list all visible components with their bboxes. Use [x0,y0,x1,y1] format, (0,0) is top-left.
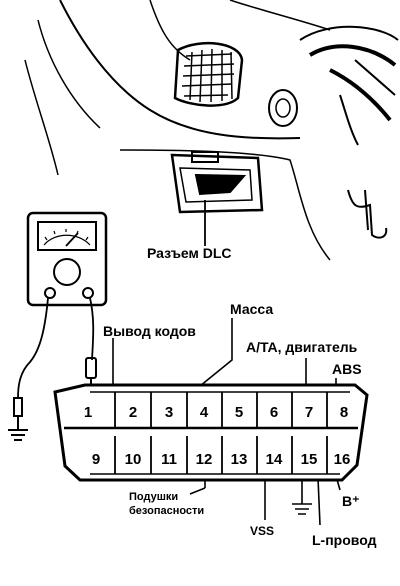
l-wire-label: L-провод [312,532,377,548]
test-leads [8,297,97,441]
pin-8: 8 [340,404,348,421]
dlc-connector-pinout: 1 2 3 4 5 6 7 8 9 10 11 12 13 14 15 16 [53,383,369,482]
airbags-label-line1: Подушки [129,491,178,503]
voltmeter-icon [26,211,108,307]
dashboard-illustration [24,0,399,261]
pin-12: 12 [196,451,213,468]
pin-14: 14 [266,451,283,468]
pin-5: 5 [235,404,243,421]
steering-wheel-icon [299,25,399,146]
ground-label: Масса [230,301,273,317]
airbags-label-line2: безопасности [129,505,204,517]
pin-13: 13 [231,451,248,468]
abs-label: ABS [332,361,362,377]
airbags-leader [189,487,206,495]
pin-9: 9 [92,451,100,468]
dlc-connector-label: Разъем DLC [147,245,232,261]
pin-11: 11 [161,451,177,468]
air-vent [173,41,244,107]
pin-10: 10 [125,451,142,468]
pin-16: 16 [334,451,351,468]
at-engine-label: A/TA, двигатель [246,339,358,355]
vss-label: VSS [250,524,274,538]
pin-3: 3 [165,404,173,421]
pin-2: 2 [129,404,137,421]
pin-15: 15 [301,451,318,468]
pin-6: 6 [270,404,278,421]
code-output-label: Вывод кодов [103,323,196,339]
pin-4: 4 [200,404,209,421]
pin-1: 1 [84,404,92,421]
pin-7: 7 [305,404,313,421]
knob-icon [268,89,298,127]
dlc-connector-housing [170,151,264,214]
b-plus-label: B⁺ [342,493,360,509]
